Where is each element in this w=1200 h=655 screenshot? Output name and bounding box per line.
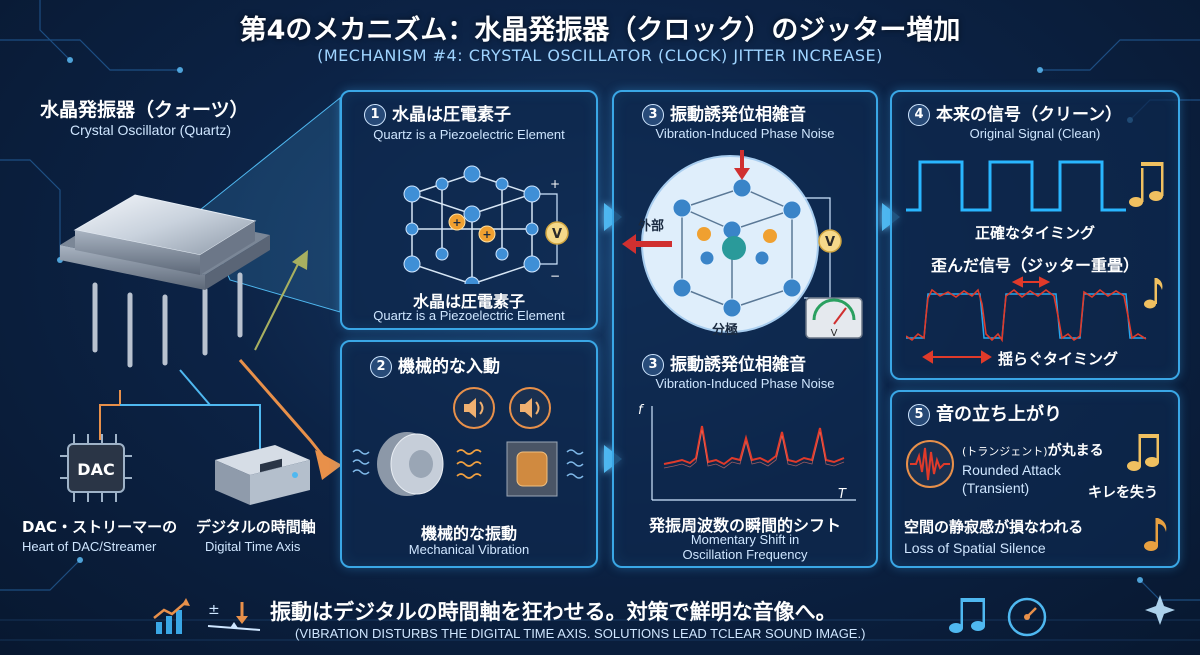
- distorted-signal-caption: 揺らぐタイミング: [998, 350, 1119, 368]
- clean-signal-waveform: [906, 160, 1164, 212]
- axis-label-f: f: [638, 403, 645, 418]
- sparkle-icon: [1145, 595, 1175, 625]
- svg-text:−: −: [550, 269, 560, 283]
- svg-text:+: +: [452, 216, 461, 229]
- panel2-title-jp: 機械的な入動: [398, 357, 500, 377]
- jitter-signal-waveform: [906, 276, 1163, 343]
- svg-text:V: V: [825, 235, 835, 250]
- dac-caption-jp: DAC・ストリーマーの: [22, 518, 178, 536]
- silence-loss-jp: 空間の静寂感が損なわれる: [904, 518, 1084, 536]
- step-number: 2: [370, 356, 392, 378]
- voltage-symbol: V: [552, 227, 562, 242]
- distorted-signal-title: 歪んだ信号（ジッター重畳）: [930, 256, 1139, 275]
- voltmeter-icon: V: [831, 328, 838, 339]
- vibrating-lattice-illustration: 外部 分極 V V: [622, 150, 863, 339]
- transient-wave-icon: [906, 440, 954, 488]
- time-axis-caption-en: Digital Time Axis: [205, 539, 301, 554]
- panel2-caption-jp: 機械的な振動: [420, 524, 517, 543]
- dac-chip-label: DAC: [77, 460, 114, 479]
- footer-sub-text: (VIBRATION DISTURBS THE DIGITAL TIME AXI…: [295, 626, 866, 641]
- panel1-caption-en: Quartz is a Piezoelectric Element: [373, 308, 565, 323]
- streamer-box-icon: [215, 445, 310, 505]
- music-note-icon: [1144, 278, 1163, 309]
- transient-label-en-2: (Transient): [962, 480, 1030, 496]
- frequency-noise-plot: f T: [638, 403, 856, 502]
- panel5-title-jp: 音の立ち上がり: [936, 404, 1062, 425]
- panel3-caption-jp: 発振周波数の瞬間的シフト: [648, 516, 841, 535]
- speaker-icon: [453, 387, 495, 429]
- svg-text:+: +: [482, 228, 491, 241]
- transient-label-small: (トランジェント): [962, 445, 1048, 458]
- footer-main-text: 振動はデジタルの時間軸を狂わせる。対策で鮮明な音像へ。: [270, 600, 837, 624]
- panel3-subtitle-en: Vibration-Induced Phase Noise: [655, 376, 835, 391]
- speaker-icon: [509, 387, 551, 429]
- dac-caption-en: Heart of DAC/Streamer: [22, 539, 157, 554]
- panel1-title-jp: 水晶は圧電素子: [392, 105, 511, 125]
- step-number: 5: [908, 404, 930, 426]
- external-force-label: 外部: [637, 218, 664, 234]
- music-note-icon: [1127, 434, 1159, 471]
- sharpness-loss-label: キレを失う: [1088, 485, 1158, 501]
- polarization-label: 分極: [712, 322, 738, 338]
- svg-text:±: ±: [208, 602, 220, 618]
- crystal-oscillator-icon: [60, 194, 270, 368]
- panel-mechanical-vibration: 2 機械的な入動 機械的な振動 Mechanical Vibration: [340, 340, 598, 568]
- panel3-title-en: Vibration-Induced Phase Noise: [655, 126, 835, 141]
- panel-signal-comparison: 4 本来の信号（クリーン） Original Signal (Clean) 正確な…: [890, 90, 1180, 380]
- panel3-subtitle-jp: 振動誘発位相雑音: [670, 355, 806, 375]
- growth-chart-icon: [153, 598, 190, 634]
- silence-loss-en: Loss of Spatial Silence: [904, 540, 1046, 556]
- panel1-title-en: Quartz is a Piezoelectric Element: [373, 127, 565, 142]
- oscillator-title-jp: 水晶発振器（クォーツ）: [40, 99, 249, 121]
- panel3-caption-en-1: Momentary Shift in: [690, 532, 800, 547]
- axis-label-t: T: [838, 487, 847, 502]
- panel1-caption-jp: 水晶は圧電素子: [412, 292, 525, 311]
- panel3-title-jp: 振動誘発位相雑音: [670, 105, 806, 125]
- svg-text:+: +: [550, 177, 560, 191]
- clean-signal-caption: 正確なタイミング: [974, 224, 1095, 242]
- transient-label-en-1: Rounded Attack: [962, 462, 1061, 478]
- panel2-caption-en: Mechanical Vibration: [408, 542, 530, 557]
- step-number: 4: [908, 104, 930, 126]
- timing-arrow-icon: [922, 350, 992, 364]
- panel-sound-attack: 5 音の立ち上がり (トランジェント)が丸まる Rounded Attack (T…: [890, 390, 1180, 568]
- music-note-icon: [1129, 162, 1164, 207]
- crystal-lattice-icon: + + V + −: [403, 165, 569, 284]
- balance-scale-icon: ±: [207, 602, 261, 631]
- page-subtitle: (MECHANISM #4: CRYSTAL OSCILLATOR (CLOCK…: [317, 46, 883, 65]
- oscillator-title-en: Crystal Oscillator (Quartz): [70, 122, 232, 138]
- step-number: 3: [642, 104, 664, 126]
- panel4-title-jp: 本来の信号（クリーン）: [936, 105, 1123, 125]
- step-number: 3: [642, 354, 664, 376]
- transient-label-jp: が丸まる: [1047, 443, 1104, 459]
- speedometer-icon: [1007, 597, 1047, 637]
- dac-chip-icon: DAC: [60, 434, 132, 502]
- music-note-icon: [1144, 518, 1167, 551]
- page-title: 第4のメカニズム：水晶発振器（クロック）のジッター増加: [239, 15, 961, 46]
- panel-piezoelectric: 1 水晶は圧電素子 Quartz is a Piezoelectric Eleme…: [340, 90, 598, 330]
- panel4-title-en: Original Signal (Clean): [969, 126, 1101, 141]
- vibration-source-illustration: [352, 432, 584, 497]
- signal-path-lines: [99, 250, 342, 480]
- time-axis-caption-jp: デジタルの時間軸: [196, 518, 316, 536]
- music-note-icon: [949, 598, 985, 633]
- panel3-caption-en-2: Oscillation Frequency: [682, 547, 808, 562]
- step-number: 1: [364, 104, 386, 126]
